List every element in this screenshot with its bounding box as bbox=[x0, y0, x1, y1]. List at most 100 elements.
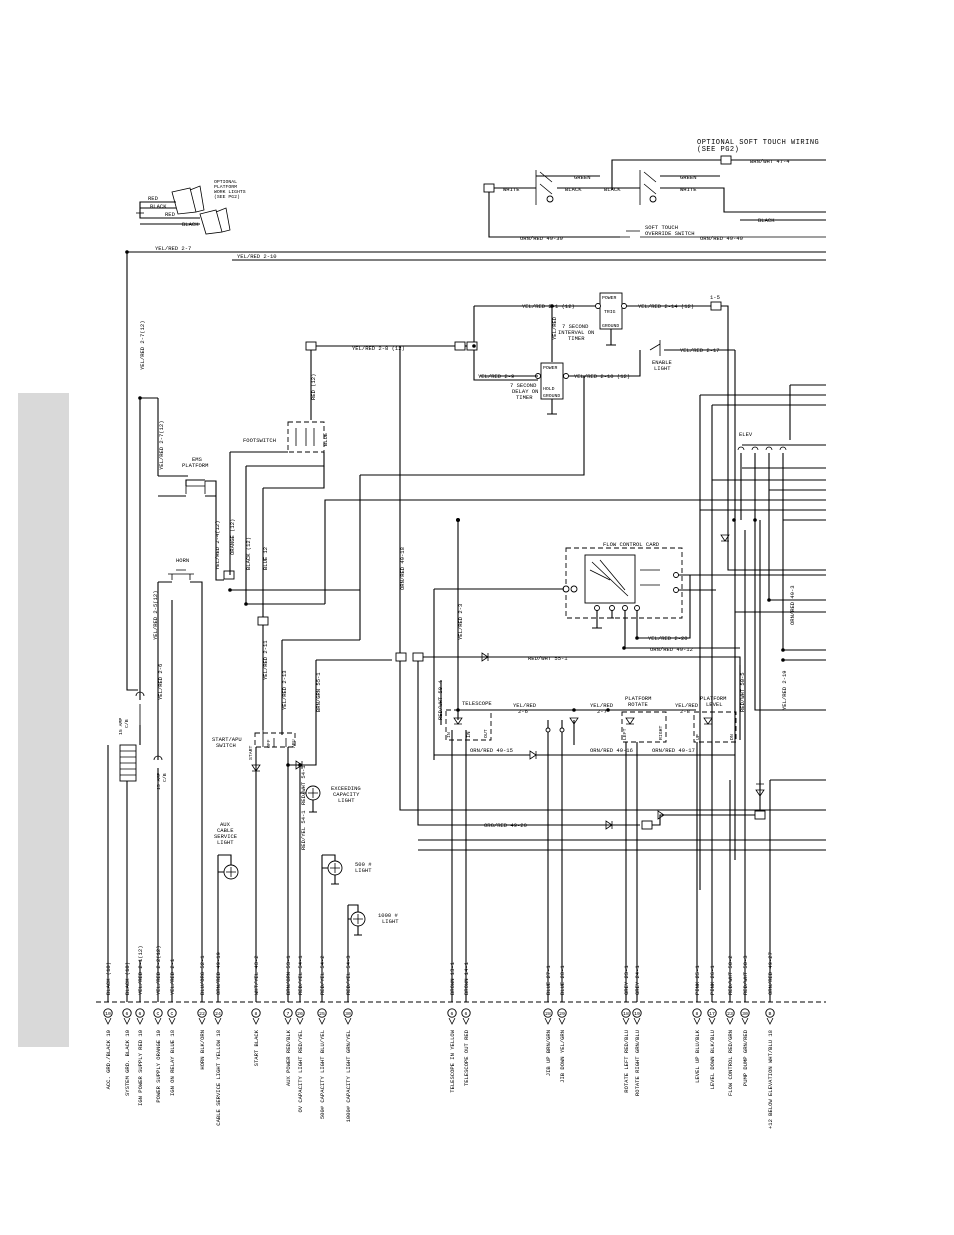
terminal-description: ROTATE LEFT RED/BLU bbox=[623, 1030, 630, 1093]
wire-label: FOOTSWITCH bbox=[243, 437, 276, 444]
wire-label: YEL/RED 2-3 bbox=[457, 604, 464, 640]
wire-label: CAPACITY bbox=[333, 791, 360, 798]
start-apu-switch bbox=[254, 732, 296, 748]
terminal-description: AUX POWER RED/BLK bbox=[285, 1029, 292, 1086]
terminal-pin bbox=[632, 1008, 642, 1018]
terminal-pin-number: 6 bbox=[139, 1011, 142, 1017]
terminal-description: +12 BELOW ELEVATION WHT/BLU 18 bbox=[767, 1030, 774, 1129]
terminal-description: ACC. GRD./BLACK 10 bbox=[105, 1030, 112, 1089]
work-lights: OPTIONAL PLATFORM WORK LIGHTS (SEE PG2) … bbox=[136, 179, 246, 235]
wire-label: TIMER bbox=[568, 335, 585, 342]
wire-label: ORN/RED 49-18 bbox=[399, 547, 406, 590]
terminal-wire-label: RED/WHT 50-3 bbox=[742, 955, 749, 995]
terminal-description: JIB DOWN YEL/GRN bbox=[559, 1030, 566, 1083]
connector-box bbox=[641, 820, 653, 830]
terminal-pin bbox=[557, 1008, 567, 1018]
terminal-pin-number: 8 bbox=[696, 1011, 699, 1017]
terminal-wire-label: BROWN 13-1 bbox=[449, 961, 456, 995]
wire-label: YEL/RED bbox=[551, 316, 558, 340]
wire-label: ENABLE bbox=[652, 359, 673, 366]
terminal-description: CABLE SERVICE LIGHT YELLOW 18 bbox=[215, 1030, 222, 1126]
connector-box bbox=[412, 652, 424, 662]
wire-label: ORN/RED 49-40 bbox=[700, 235, 743, 242]
wire-label: APU bbox=[291, 739, 297, 748]
wire-label: SERVICE bbox=[214, 833, 238, 840]
terminal-description: HORN BLK/ORN bbox=[199, 1030, 206, 1070]
connector-box bbox=[223, 570, 235, 580]
wire-label: HOLD bbox=[543, 386, 555, 392]
terminal-description: START BLACK bbox=[253, 1029, 260, 1066]
terminal-pin-number: 25 bbox=[319, 1011, 325, 1017]
connector-box bbox=[754, 810, 766, 820]
wire-label: C/B bbox=[124, 719, 130, 728]
terminal-pin-number: 24 bbox=[215, 1011, 221, 1017]
wire-label: OUT bbox=[483, 729, 489, 738]
wire-label: ORN/RED 49-16 bbox=[590, 747, 633, 754]
wire-label: RED/WHT 50-5 bbox=[739, 672, 746, 712]
terminal-pin bbox=[317, 1008, 327, 1018]
wire-label: 7 SECOND bbox=[562, 323, 589, 330]
wire-label: YEL/RED bbox=[513, 702, 537, 709]
terminal-pin bbox=[543, 1008, 553, 1018]
terminal-pin-number: 10 bbox=[105, 1011, 111, 1017]
terminal-pin bbox=[343, 1008, 353, 1018]
wire-label: 7 SECOND bbox=[510, 382, 537, 389]
terminal-description: 1000# CAPACITY LIGHT GRN/YEL bbox=[345, 1030, 352, 1122]
terminal-pin-number: 28 bbox=[545, 1011, 551, 1017]
terminal-pin bbox=[135, 1008, 145, 1018]
terminal-wire-label: RED/YEL 54-1 bbox=[297, 955, 304, 995]
wire-label: YEL/RED 2-7 bbox=[155, 245, 191, 252]
terminal-pin-number: 29 bbox=[559, 1011, 565, 1017]
wire-label: BLACK bbox=[565, 186, 582, 193]
terminal-wire-label: YEL/RED 2-1 bbox=[169, 958, 176, 995]
wire-label: BLACK bbox=[150, 203, 167, 210]
terminal-pin-number: 18 bbox=[623, 1011, 629, 1017]
wire-label: OFF bbox=[266, 739, 272, 748]
wire-label: RED/WHT 55-1 bbox=[528, 655, 568, 662]
terminal-pin bbox=[197, 1008, 207, 1018]
wire-label: ELEV bbox=[739, 431, 753, 438]
terminal-wire-label: BLACK (10) bbox=[124, 962, 131, 995]
terminal-description: IGN ON RELAY BLUE 18 bbox=[169, 1030, 176, 1096]
wire-label: RED/WHT 50-4 bbox=[437, 680, 444, 720]
terminal-pin-number: C bbox=[171, 1011, 174, 1017]
wire-label: ORN/RED 49-39 bbox=[520, 235, 563, 242]
wire-label: YEL/RED 2-9 bbox=[478, 373, 514, 380]
connector-box bbox=[305, 341, 317, 351]
wire-label: DELAY ON bbox=[512, 388, 538, 395]
wire-label: AUX bbox=[220, 821, 231, 828]
wire-label: YEL/RED 2-1 (12) bbox=[522, 303, 575, 310]
wire-label: TIMER bbox=[516, 394, 533, 401]
wire-label: YEL/RED bbox=[675, 702, 699, 709]
wire-label: YEL/RED 2-6 bbox=[157, 664, 164, 700]
wire-label: PLATFORM bbox=[700, 695, 726, 702]
side-tab bbox=[18, 393, 69, 1047]
terminal-pin bbox=[167, 1008, 177, 1018]
wire-label: SOFT TOUCH bbox=[645, 224, 678, 231]
terminal-pin-number: 30 bbox=[742, 1011, 748, 1017]
wire-label: EMS bbox=[192, 456, 203, 463]
wire-label: START/APU bbox=[212, 736, 242, 743]
terminal-pin bbox=[153, 1008, 163, 1018]
wire-label: RED bbox=[165, 211, 176, 218]
wire-label: BLACK (12) bbox=[245, 537, 252, 570]
wire-label: GREEN bbox=[680, 174, 697, 181]
wire-label: LIGHT bbox=[382, 918, 399, 925]
terminal-pin bbox=[283, 1008, 293, 1018]
wire-label: WHITE bbox=[503, 186, 520, 193]
terminal-wire-label: PINK 26-1 bbox=[709, 965, 716, 995]
terminal-wire-label: BLU/ORG 52-1 bbox=[199, 955, 206, 995]
terminal-pin-number: 7 bbox=[287, 1011, 290, 1017]
connector-box bbox=[257, 616, 269, 626]
terminal-description: LEVEL UP BLU/BLK bbox=[694, 1029, 701, 1083]
wire-label: ORN/RED 49-12 bbox=[650, 646, 693, 653]
terminal-pin bbox=[461, 1008, 471, 1018]
wire-label: WHITE bbox=[680, 186, 697, 193]
wire-label: UP bbox=[695, 734, 701, 740]
wire-label: YEL/RED 2-7(12) bbox=[139, 320, 146, 370]
connector-box bbox=[454, 341, 466, 351]
wire-label: LEFT bbox=[622, 728, 628, 740]
wire-label: PLATFORM bbox=[214, 184, 237, 190]
wire-label: BRN/WHT 47-4 bbox=[750, 158, 790, 165]
wire-label: CABLE bbox=[217, 827, 234, 834]
